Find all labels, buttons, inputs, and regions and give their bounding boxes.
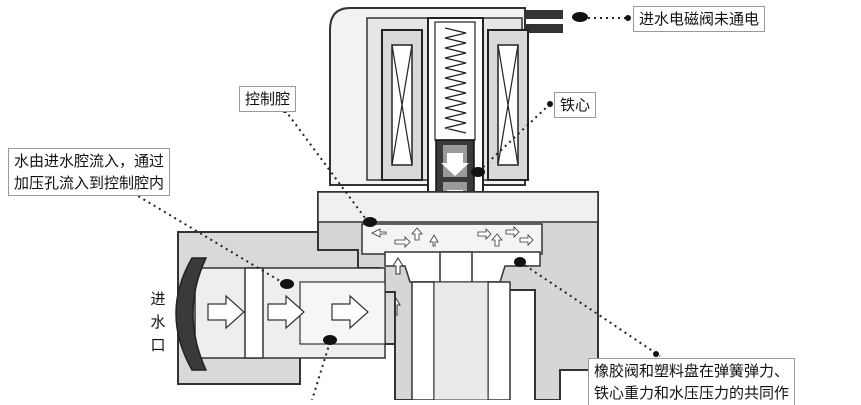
inlet-power-label: 进水电磁阀未通电 <box>633 6 766 32</box>
water-flow-label: 水由进水腔流入，通过 加压孔流入到控制腔内 <box>8 148 171 196</box>
leader-lines <box>127 17 661 400</box>
water-inlet-char-1: 进 <box>150 290 166 308</box>
water-inlet-label: 进 水 口 <box>148 288 168 357</box>
rubber-valve-line-1: 橡胶阀和塑料盘在弹簧弹力、 <box>594 362 790 380</box>
left-coil <box>381 29 423 181</box>
water-flow-line-2: 加压孔流入到控制腔内 <box>14 174 165 192</box>
right-coil <box>487 29 529 181</box>
water-flow-line-1: 水由进水腔流入，通过 <box>14 152 165 170</box>
pointer-markers <box>125 12 659 357</box>
water-inlet-char-3: 口 <box>150 336 166 354</box>
chamber-flow-arrows <box>371 226 534 248</box>
control-chamber-cavity <box>361 223 543 255</box>
iron-core-label: 铁心 <box>554 92 597 118</box>
inlet-flow-arrows <box>207 294 369 330</box>
rubber-valve-label: 橡胶阀和塑料盘在弹簧弹力、 铁心重力和水压压力的共同作 <box>588 358 796 405</box>
control-chamber-label: 控制腔 <box>239 86 297 112</box>
spring <box>444 27 467 134</box>
water-inlet-char-2: 水 <box>150 313 166 331</box>
rubber-valve-line-2: 铁心重力和水压压力的共同作 <box>594 384 790 402</box>
inlet-filter <box>175 257 208 371</box>
